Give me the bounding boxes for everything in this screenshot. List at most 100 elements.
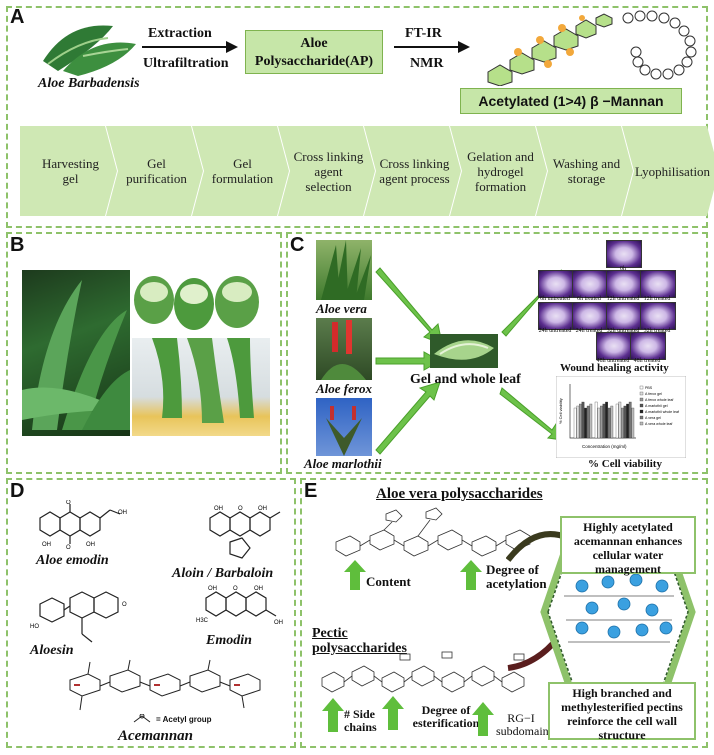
content-label: Content xyxy=(366,574,411,589)
species-aloe-ferox: Aloe ferox xyxy=(316,381,372,396)
panel-b-label: B xyxy=(10,234,25,256)
process-step: Washing and storage xyxy=(536,126,633,216)
wound-thumbnail-label: 0h xyxy=(620,266,626,272)
wound-thumbnail-label: 6h untreated xyxy=(540,296,570,302)
legend-swatch xyxy=(639,421,644,426)
process-step-label: Gel purification xyxy=(126,156,187,186)
aloe-cut-leaves-photo xyxy=(132,270,270,338)
svg-text:O: O xyxy=(122,602,127,608)
svg-text:O: O xyxy=(238,506,243,512)
process-step: Gelation and hydrogel formation xyxy=(450,126,547,216)
panel-a-label: A xyxy=(10,6,25,28)
chart-bar xyxy=(602,403,606,439)
compound-acemannan: Acemannan xyxy=(118,728,194,744)
panel-c-label: C xyxy=(290,234,305,256)
svg-text:O: O xyxy=(233,586,238,592)
green-up-arrow-icon xyxy=(322,698,344,732)
wound-thumbnail xyxy=(538,302,574,330)
panel-d xyxy=(6,478,296,748)
panel-c xyxy=(286,232,708,474)
chart-bar xyxy=(597,407,601,439)
green-up-arrow-icon xyxy=(460,560,482,590)
wound-thumbnail xyxy=(606,302,642,330)
wound-thumbnail xyxy=(640,270,676,298)
ap-box: Aloe Polysaccharide(AP) xyxy=(245,30,383,74)
svg-text:OH: OH xyxy=(208,586,217,592)
aloe-vera-photo xyxy=(316,240,372,300)
green-up-arrow-icon xyxy=(382,696,404,730)
chart-bar xyxy=(628,401,632,439)
chart-xlabel: Concentration (mg/ml) xyxy=(582,444,627,449)
panel-e-label: E xyxy=(304,480,318,502)
aloe-vera-polysaccharides-title: Aloe vera polysaccharides xyxy=(376,486,543,502)
compound-aloin: Aloin / Barbaloin xyxy=(172,566,274,581)
legend-label: A marlothii whole leaf xyxy=(645,410,679,414)
wound-thumbnail xyxy=(630,332,666,360)
green-arrows xyxy=(375,267,562,455)
panel-d-label: D xyxy=(10,480,25,502)
process-step-label: Lyophilisation xyxy=(634,163,711,179)
green-up-arrow-icon xyxy=(472,702,494,736)
legend-swatch xyxy=(639,415,644,420)
wound-thumbnail-label: 6h treated xyxy=(577,296,601,302)
chart-bar xyxy=(607,407,611,439)
chart-bar xyxy=(610,405,614,439)
chart-bar xyxy=(579,403,582,439)
aloe-leaves-image xyxy=(38,16,138,78)
svg-text:H3C: H3C xyxy=(196,618,209,624)
wound-thumbnail xyxy=(572,302,608,330)
mannan-structure xyxy=(487,10,697,86)
chart-bar xyxy=(584,407,587,439)
chart-bar xyxy=(589,403,593,439)
aloe-ferox-photo xyxy=(316,318,372,380)
compound-aloesin: Aloesin xyxy=(30,643,74,658)
wound-thumbnail-label: 12h treated xyxy=(643,296,671,302)
extraction-label: Extraction xyxy=(148,26,212,41)
legend-label: A marlothii gel xyxy=(645,404,668,408)
aloe-polysaccharide-structure xyxy=(335,507,531,557)
panel-e xyxy=(300,478,708,748)
acemannan-benefit-box: Highly acetylated acemannan enhances cel… xyxy=(560,516,696,576)
side-chains-label: # Side chains xyxy=(344,707,377,734)
chart-bar xyxy=(631,407,635,439)
chart-bar xyxy=(600,405,603,439)
process-step: Gel formulation xyxy=(192,126,289,216)
gel-whole-leaf-label: Gel and whole leaf xyxy=(410,372,521,387)
chart-bar xyxy=(615,403,619,439)
acetylation-label: Degree of acetylation xyxy=(486,562,547,591)
chart-bar xyxy=(618,401,622,439)
aloe-plant-photo xyxy=(22,270,130,436)
process-step-label: Gel formulation xyxy=(211,156,274,186)
panel-b xyxy=(6,232,282,474)
ftir-label: FT-IR xyxy=(405,26,442,41)
rg-label: RG−I subdomain xyxy=(496,711,549,738)
chart-bar xyxy=(581,401,585,439)
process-step: Harvesting gel xyxy=(20,126,117,216)
svg-text:OH: OH xyxy=(258,506,267,512)
process-step-label: Cross linking agent process xyxy=(379,156,450,186)
pectic-polysaccharides-title: Pectic polysaccharides xyxy=(312,626,407,656)
svg-text:OH: OH xyxy=(274,620,283,626)
process-step: Cross linking agent selection xyxy=(278,126,375,216)
svg-text:OH: OH xyxy=(86,542,95,548)
svg-text:OH: OH xyxy=(118,510,127,516)
source-label: Aloe Barbadensis xyxy=(38,76,140,91)
panel-a xyxy=(6,6,708,228)
gel-leaf-photo xyxy=(430,334,498,368)
chart-bar xyxy=(594,401,598,439)
process-step: Gel purification xyxy=(106,126,203,216)
process-step-label: Gelation and hydrogel formation xyxy=(467,148,534,194)
chart-bar xyxy=(626,403,629,439)
arrow-right-icon xyxy=(394,41,470,53)
acetyl-group-icon xyxy=(133,714,151,723)
legend-swatch xyxy=(639,385,644,390)
chart-bar xyxy=(586,405,590,439)
chart-bar xyxy=(621,407,624,439)
legend-swatch xyxy=(639,391,644,396)
arrow-right-icon xyxy=(142,41,238,53)
esterification-label: Degree of esterification xyxy=(412,703,480,730)
compound-emodin: Emodin xyxy=(206,633,252,648)
